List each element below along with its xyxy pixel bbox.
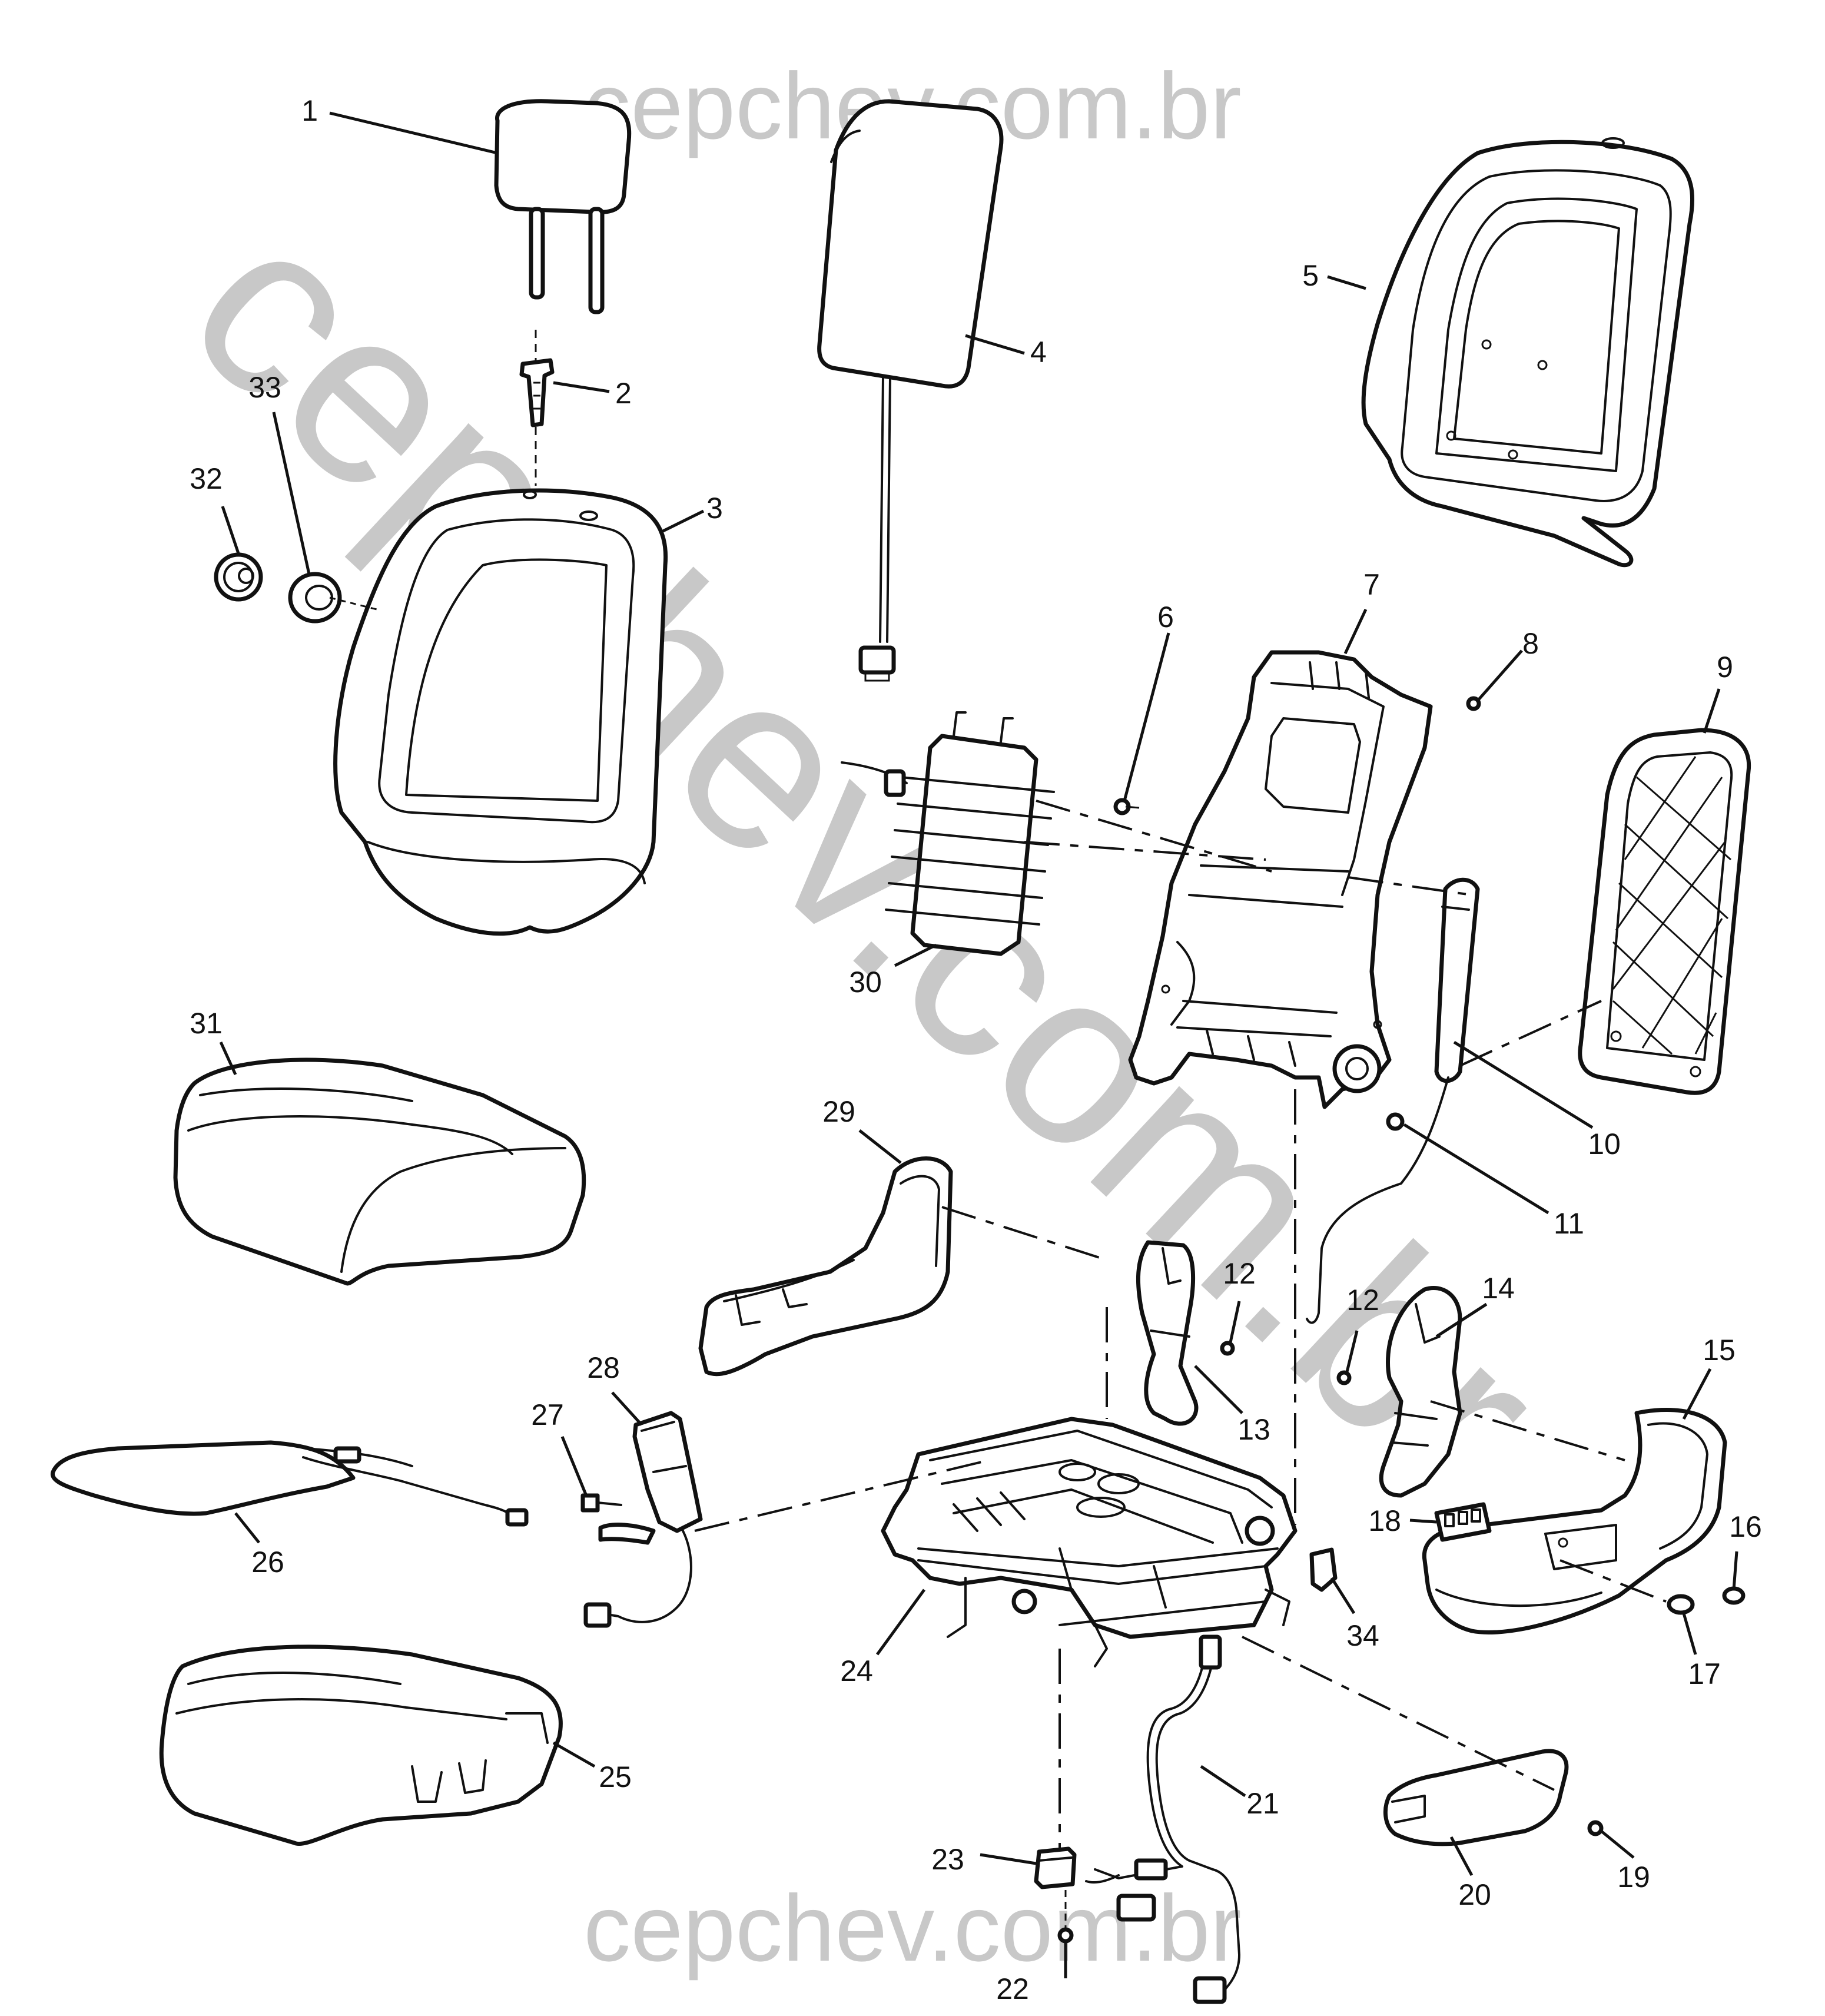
part-11-nut: [1386, 1112, 1405, 1131]
part-31-cushion-cover: [173, 1057, 586, 1286]
part-27-bolt: [580, 1493, 622, 1513]
callout-28: 28: [587, 1351, 620, 1384]
part-2-headrest-guide: [519, 358, 555, 427]
part-26-sensor-mat: [50, 1440, 529, 1527]
part-32-knob: [214, 552, 263, 602]
callout-2: 2: [615, 377, 632, 410]
part-16-knob: [1722, 1586, 1746, 1605]
callout-19: 19: [1617, 1861, 1650, 1894]
part-13-recliner-cover: [1136, 1240, 1199, 1426]
callout-9: 9: [1717, 651, 1733, 684]
callout-11: 11: [1554, 1207, 1584, 1240]
part-15-outer-shield: [1422, 1408, 1727, 1634]
part-6-bolt: [1113, 798, 1140, 815]
part-19-screw: [1587, 1820, 1604, 1836]
callout-18: 18: [1368, 1504, 1401, 1537]
part-3-seatback-cover: [333, 488, 668, 936]
part-18-switch: [1434, 1502, 1492, 1542]
part-17-cap: [1667, 1594, 1695, 1615]
part-10-side-airbag: [1306, 877, 1480, 1324]
part-1-headrest: [494, 99, 632, 314]
callout-12b: 12: [1346, 1284, 1379, 1317]
part-14-inner-cover: [1379, 1285, 1462, 1498]
callout-1: 1: [301, 94, 318, 127]
part-25-seat-cushion-pad: [159, 1644, 563, 1846]
callout-30: 30: [849, 966, 882, 999]
part-12-screw-b: [1336, 1370, 1352, 1385]
callout-23: 23: [931, 1843, 964, 1876]
callout-16: 16: [1729, 1510, 1762, 1543]
leader-lines: [219, 111, 1738, 1978]
callout-24: 24: [840, 1654, 873, 1687]
callout-8: 8: [1522, 627, 1539, 660]
part-20-front-trim: [1383, 1749, 1569, 1846]
callout-33: 33: [248, 371, 281, 404]
callout-34: 34: [1346, 1619, 1379, 1652]
part-28-seat-belt-buckle: [583, 1411, 703, 1628]
callout-7: 7: [1363, 568, 1380, 601]
callout-13: 13: [1237, 1413, 1270, 1446]
watermark-bottom: cepchev.com.br: [583, 1875, 1242, 1981]
callout-21: 21: [1246, 1787, 1279, 1820]
callout-22: 22: [996, 1972, 1029, 2005]
callout-29: 29: [822, 1095, 855, 1128]
callout-3: 3: [706, 492, 723, 525]
part-8-nut: [1466, 696, 1481, 711]
part-29-inner-trim: [698, 1156, 953, 1377]
part-34-clip: [1309, 1547, 1338, 1592]
part-24-seat-adjuster: [881, 1417, 1298, 1667]
callout-15: 15: [1703, 1334, 1736, 1367]
callout-26: 26: [251, 1546, 284, 1579]
callout-32: 32: [190, 462, 223, 495]
callout-25: 25: [599, 1760, 632, 1793]
callout-10: 10: [1588, 1128, 1621, 1160]
part-23-control-module: [1034, 1846, 1077, 1931]
part-4-seatback-pad: [817, 99, 1004, 682]
part-5-rear-panel: [1361, 137, 1694, 568]
part-9-back-panel: [1578, 728, 1751, 1095]
part-7-seatback-frame: [1128, 650, 1433, 1109]
callout-5: 5: [1302, 259, 1319, 292]
callout-12a: 12: [1223, 1257, 1256, 1290]
part-12-screw-a: [1220, 1341, 1235, 1356]
callout-27: 27: [531, 1398, 564, 1431]
callout-4: 4: [1030, 336, 1047, 369]
callout-numbers: 1 2 3 4 5 6 7 8 9 10 11 12 12 13 14 15 1…: [190, 94, 1762, 2005]
callout-31: 31: [190, 1007, 223, 1040]
part-33-escutcheon: [288, 572, 377, 624]
part-30-lumbar-support: [841, 711, 1055, 956]
alignment-lines: [694, 800, 1667, 1849]
callout-20: 20: [1458, 1878, 1491, 1911]
part-21-wiring-harness: [1085, 1634, 1240, 2004]
callout-17: 17: [1688, 1657, 1721, 1690]
callout-14: 14: [1482, 1272, 1515, 1305]
callout-6: 6: [1157, 601, 1174, 634]
